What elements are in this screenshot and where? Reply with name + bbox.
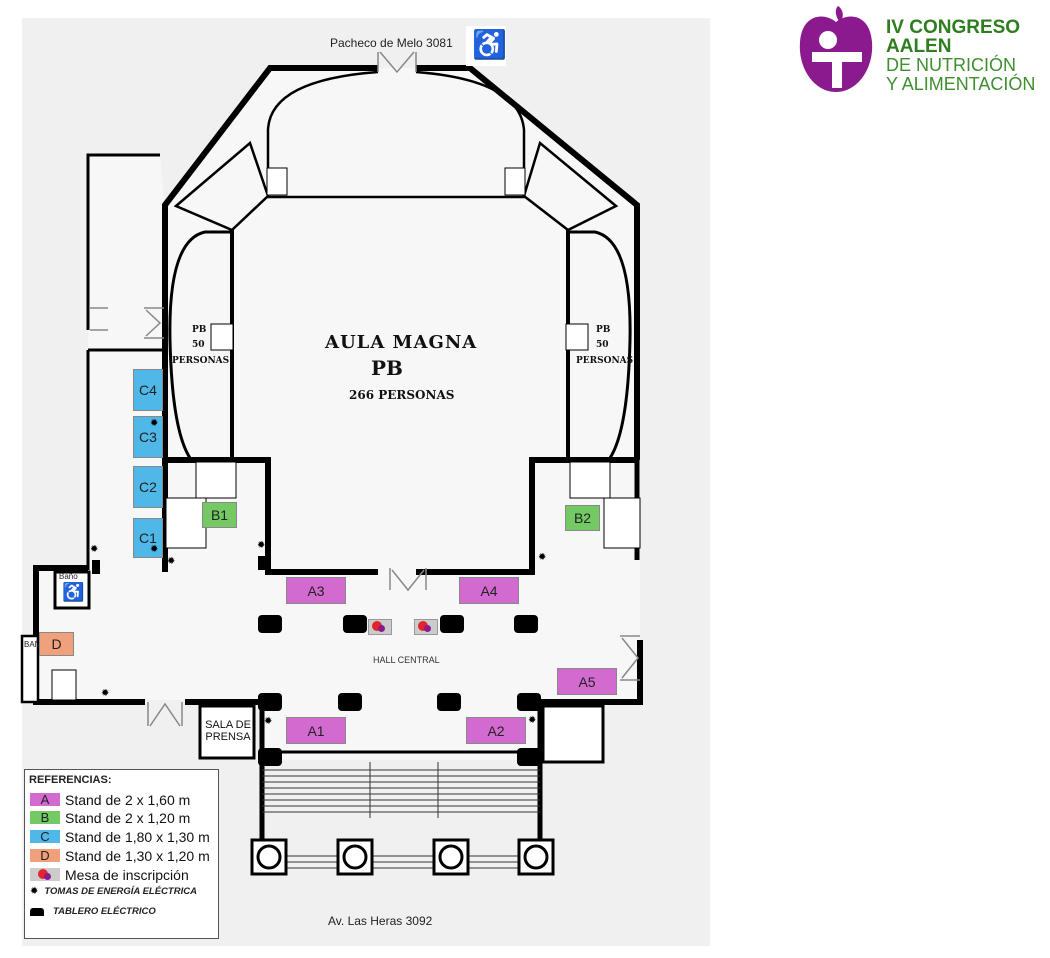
stand-c2[interactable]: C2	[133, 466, 163, 508]
legend-swatch-c: C	[30, 830, 60, 843]
stand-b1[interactable]: B1	[202, 502, 237, 528]
registration-desk-right[interactable]	[414, 619, 438, 635]
hall-pillars	[258, 615, 541, 766]
legend-label-c: Stand de 1,80 x 1,30 m	[65, 828, 210, 845]
logo-line-3: DE NUTRICIÓN	[886, 55, 1016, 75]
stand-a2[interactable]: A2	[466, 717, 526, 744]
stand-d[interactable]: D	[39, 632, 74, 656]
right-box-count: 50	[596, 340, 609, 350]
street-top-label: Pacheco de Melo 3081	[330, 36, 453, 50]
entrance-steps	[262, 762, 540, 869]
legend-item-power: ✹ TOMAS DE ENERGÍA ELÉCTRICA	[30, 884, 197, 899]
sala-de-prensa-room	[198, 704, 256, 760]
electrical-panels	[92, 556, 266, 574]
stand-c1[interactable]: C1	[133, 518, 163, 558]
legend-swatch-a: A	[30, 793, 60, 806]
legend-title: REFERENCIAS:	[29, 774, 112, 786]
power-outlet-icon: ✹	[257, 540, 266, 551]
stand-a4[interactable]: A4	[459, 577, 519, 604]
left-box-count: 50	[192, 340, 205, 350]
entrance-columns	[250, 838, 555, 876]
legend-label-d: Stand de 1,30 x 1,20 m	[65, 847, 210, 864]
legend-item-b: B Stand de 2 x 1,20 m	[30, 809, 191, 826]
street-bottom-label: Av. Las Heras 3092	[328, 914, 433, 928]
stand-c3[interactable]: C3	[133, 416, 163, 458]
right-box-unit: PERSONAS	[576, 356, 634, 366]
power-outlet-icon: ✹	[538, 552, 547, 563]
side-room	[541, 704, 605, 764]
power-outlet-icon: ✹	[167, 556, 176, 567]
power-outlet-icon: ✹	[264, 716, 273, 727]
doors	[90, 51, 640, 727]
left-box-floor: PB	[192, 325, 207, 335]
aula-magna-title: AULA MAGNA	[325, 332, 478, 353]
stand-a1[interactable]: A1	[286, 717, 346, 744]
power-outlet-icon: ✹	[90, 544, 99, 555]
stand-a5[interactable]: A5	[557, 668, 617, 695]
bathroom-accessibility-icon: ♿	[62, 582, 85, 602]
bathroom-room	[53, 570, 91, 610]
legend-item-a: A Stand de 2 x 1,60 m	[30, 791, 191, 808]
building-floor	[36, 68, 640, 760]
power-outlet-icon: ✹	[150, 418, 159, 429]
legend-item-c: C Stand de 1,80 x 1,30 m	[30, 828, 210, 845]
legend-label-a: Stand de 2 x 1,60 m	[65, 791, 191, 808]
registration-desk-left[interactable]	[368, 619, 392, 635]
aula-magna-floor: PB	[371, 356, 403, 380]
legend: REFERENCIAS: A Stand de 2 x 1,60 m B Sta…	[24, 769, 219, 939]
legend-item-d: D Stand de 1,30 x 1,20 m	[30, 847, 210, 864]
power-outlet-icon: ✹	[101, 688, 110, 699]
wheelchair-icon: ♿	[472, 29, 507, 60]
legend-item-registration: Mesa de inscripción	[30, 866, 189, 883]
power-outlet-icon: ✹	[150, 544, 159, 555]
apple-logo-icon	[799, 6, 873, 93]
bano-label: Baño	[59, 572, 78, 581]
congress-logo: IV CONGRESO AALEN DE NUTRICIÓN Y ALIMENT…	[796, 4, 1046, 100]
registration-desk-icon	[30, 868, 60, 881]
stand-b2[interactable]: B2	[565, 505, 600, 531]
left-box-unit: PERSONAS	[172, 356, 230, 366]
building-walls	[33, 65, 643, 840]
legend-label-b: Stand de 2 x 1,20 m	[65, 809, 191, 826]
legend-label-registration: Mesa de inscripción	[65, 866, 189, 883]
logo-line-4: Y ALIMENTACIÓN	[886, 74, 1036, 94]
logo-line-1: IV CONGRESO	[886, 17, 1021, 38]
legend-swatch-b: B	[30, 811, 60, 824]
right-box-floor: PB	[596, 325, 611, 335]
legend-label-power: TOMAS DE ENERGÍA ELÉCTRICA	[44, 886, 197, 897]
power-outlet-icon: ✹	[528, 715, 537, 726]
stand-c4[interactable]: C4	[133, 369, 163, 411]
power-outlet-icon: ✹	[30, 886, 39, 897]
legend-label-panel: TABLERO ELÉCTRICO	[53, 906, 156, 917]
legend-item-panel: TABLERO ELÉCTRICO	[30, 904, 156, 919]
legend-swatch-d: D	[30, 849, 60, 862]
hall-central-label: HALL CENTRAL	[373, 655, 440, 665]
banos-label: BAÑOS	[24, 640, 52, 650]
logo-line-2: AALEN	[886, 36, 952, 57]
electrical-panel-icon	[30, 907, 44, 916]
logo-text: IV CONGRESO AALEN DE NUTRICIÓN Y ALIMENT…	[886, 18, 1035, 94]
banos-room	[20, 634, 40, 704]
aula-magna-capacity: 266 PERSONAS	[349, 388, 455, 402]
staircases	[51, 167, 641, 701]
accessibility-sign-box	[466, 26, 506, 66]
stand-a3[interactable]: A3	[286, 577, 346, 604]
